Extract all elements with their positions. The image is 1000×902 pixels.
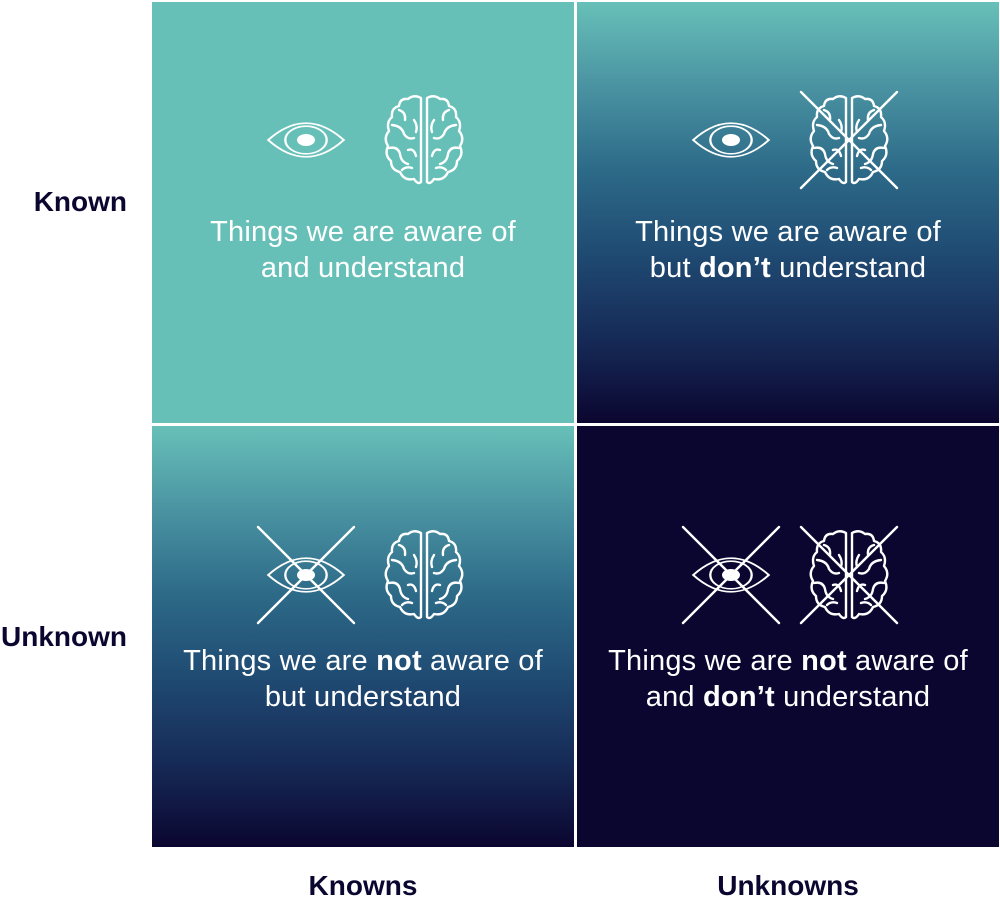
quadrant-description: Things we are aware of and understand bbox=[152, 214, 574, 286]
emphasis-text: don’t bbox=[703, 681, 775, 713]
text-segment: Things we are bbox=[608, 645, 802, 677]
crossed-brain-icon bbox=[799, 525, 899, 625]
text-segment: Things we are aware of bbox=[635, 216, 941, 248]
text-segment: Things we are aware of bbox=[210, 216, 516, 248]
description-line: Things we are aware of bbox=[152, 214, 574, 250]
column-label-knowns: Knowns bbox=[308, 870, 418, 901]
row-label-known: Known bbox=[33, 186, 127, 217]
eye-icon bbox=[267, 122, 345, 158]
description-line: Things we are aware of bbox=[577, 214, 999, 250]
description-line: but don’t understand bbox=[577, 250, 999, 286]
brain-icon bbox=[384, 530, 464, 620]
description-line: Things we are not aware of bbox=[577, 643, 999, 679]
column-label-unknowns: Unknowns bbox=[717, 870, 859, 901]
text-segment: but understand bbox=[264, 681, 462, 713]
icon-group bbox=[577, 90, 999, 190]
eye-icon bbox=[692, 122, 770, 158]
description-line: Things we are not aware of bbox=[152, 643, 574, 679]
icon-group bbox=[152, 525, 574, 625]
text-segment: but bbox=[649, 252, 699, 284]
text-segment: understand bbox=[774, 681, 931, 713]
crossed-eye-icon bbox=[256, 525, 356, 625]
text-segment: and understand bbox=[260, 252, 466, 284]
text-segment: aware of bbox=[421, 645, 543, 677]
emphasis-text: don’t bbox=[698, 252, 771, 284]
crossed-eye-icon bbox=[681, 525, 781, 625]
text-segment: and bbox=[645, 681, 703, 713]
brain-icon bbox=[384, 95, 464, 185]
text-segment: understand bbox=[770, 252, 927, 284]
emphasis-text: not bbox=[801, 645, 847, 677]
icon-group bbox=[152, 90, 574, 190]
icon-group bbox=[577, 525, 999, 625]
description-line: but understand bbox=[152, 679, 574, 715]
text-segment: Things we are bbox=[183, 645, 377, 677]
description-line: and don’t understand bbox=[577, 679, 999, 715]
quadrant-known-known: Things we are aware of and understand bbox=[152, 2, 574, 423]
text-segment: aware of bbox=[846, 645, 968, 677]
emphasis-text: not bbox=[376, 645, 422, 677]
crossed-brain-icon bbox=[799, 90, 899, 190]
description-line: and understand bbox=[152, 250, 574, 286]
row-label-unknown: Unknown bbox=[1, 621, 127, 652]
